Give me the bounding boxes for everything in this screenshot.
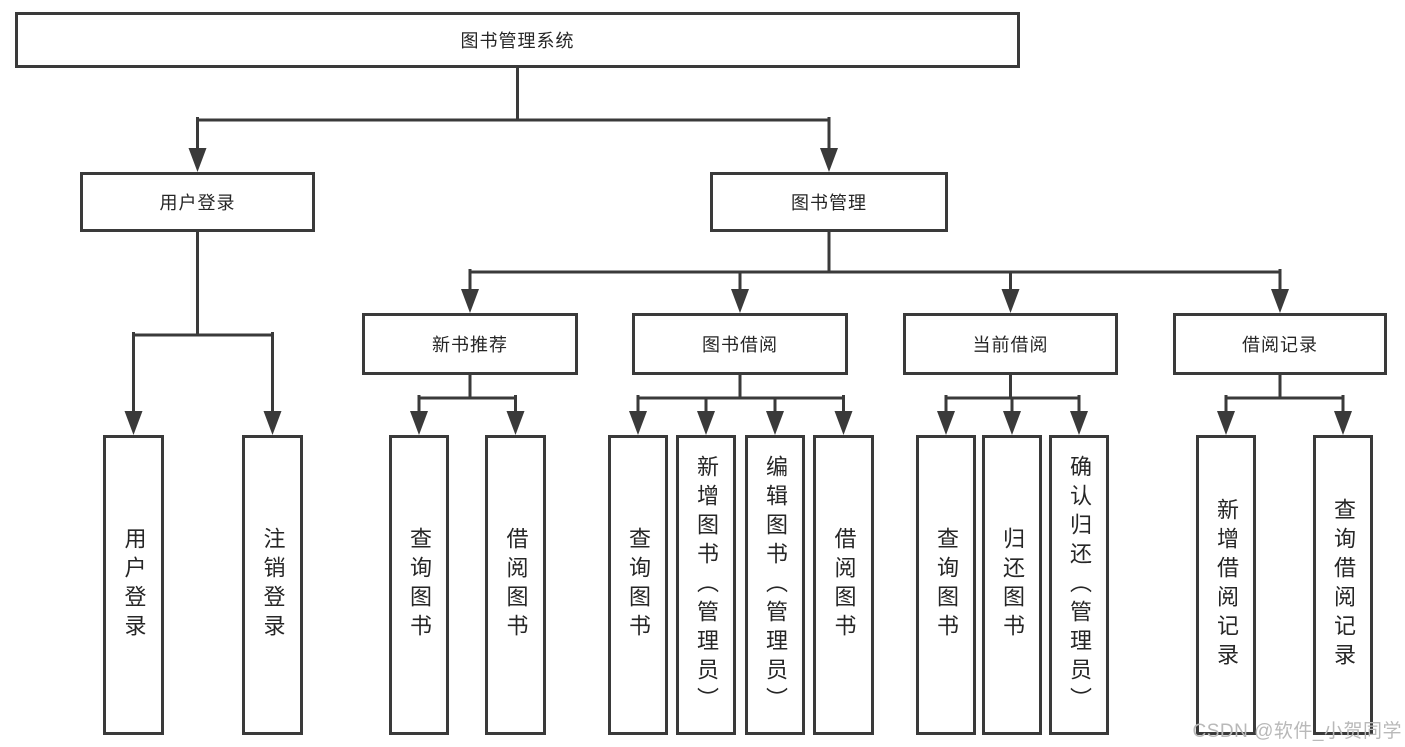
node-leaf-logout: 注销登录: [242, 435, 303, 735]
node-label: 注销登录: [260, 527, 286, 643]
node-label: 借阅记录: [1242, 335, 1318, 355]
arrowhead-icon: [731, 289, 749, 313]
node-new-book-recommendation: 新书推荐: [362, 313, 578, 375]
arrowhead-icon: [1003, 411, 1021, 435]
node-leaf-bb-query-books: 查询图书: [608, 435, 668, 735]
arrowhead-icon: [506, 411, 525, 435]
node-label: 新增图书（管理员）: [694, 454, 719, 716]
arrowhead-icon: [461, 289, 479, 313]
connector-new-book-rec-to-leaves: [410, 373, 525, 435]
node-leaf-bb-add-books-admin: 新增图书（管理员）: [676, 435, 736, 735]
connector-path: [196, 64, 831, 160]
arrowhead-icon: [410, 411, 428, 435]
node-leaf-bb-edit-books-admin: 编辑图书（管理员）: [745, 435, 805, 735]
node-leaf-cb-query-books: 查询图书: [916, 435, 976, 735]
arrowhead-icon: [1070, 411, 1088, 435]
node-root-system: 图书管理系统: [15, 12, 1020, 68]
arrowhead-icon: [1334, 411, 1352, 435]
connector-path: [1224, 373, 1345, 423]
node-user-login: 用户登录: [80, 172, 315, 232]
connector-book-mgmt-to-level3: [461, 230, 1289, 313]
node-book-borrowing: 图书借阅: [632, 313, 848, 375]
arrowhead-icon: [820, 148, 838, 172]
connector-path: [417, 373, 517, 423]
arrowhead-icon: [697, 411, 715, 435]
arrowhead-icon: [263, 411, 282, 435]
connector-root-to-level2: [188, 64, 838, 172]
arrowhead-icon: [124, 411, 143, 435]
node-leaf-nbr-borrow-books: 借阅图书: [485, 435, 546, 735]
node-label: 查询图书: [626, 527, 651, 643]
node-label: 编辑图书（管理员）: [763, 454, 788, 716]
csdn-watermark: CSDN @软件_小贺同学: [1192, 721, 1402, 742]
node-label: 新书推荐: [432, 335, 508, 355]
connector-path: [468, 230, 1282, 301]
connector-book-borrow-to-leaves: [629, 373, 853, 435]
node-leaf-bb-borrow-books: 借阅图书: [813, 435, 874, 735]
arrowhead-icon: [834, 411, 853, 435]
node-label: 查询图书: [934, 527, 959, 643]
node-current-borrowing: 当前借阅: [903, 313, 1118, 375]
node-label: 确认归还（管理员）: [1067, 454, 1092, 716]
node-book-management: 图书管理: [710, 172, 948, 232]
node-borrowing-records: 借阅记录: [1173, 313, 1387, 375]
node-label: 新增借阅记录: [1214, 498, 1239, 672]
node-label: 借阅图书: [503, 527, 529, 643]
connector-path: [944, 373, 1081, 423]
connector-borrow-records-to-leaves: [1217, 373, 1352, 435]
node-leaf-cb-confirm-return-admin: 确认归还（管理员）: [1049, 435, 1109, 735]
arrowhead-icon: [1001, 289, 1020, 313]
node-label: 用户登录: [121, 527, 147, 643]
node-label: 图书管理系统: [460, 31, 575, 51]
node-leaf-br-query-record: 查询借阅记录: [1313, 435, 1373, 735]
node-label: 查询图书: [407, 527, 432, 643]
arrowhead-icon: [1271, 289, 1289, 313]
connector-path: [636, 373, 845, 423]
node-leaf-cb-return-books: 归还图书: [982, 435, 1042, 735]
node-label: 借阅图书: [831, 527, 857, 643]
node-leaf-nbr-query-books: 查询图书: [389, 435, 449, 735]
connector-current-borrow-to-leaves: [937, 373, 1088, 435]
node-label: 图书借阅: [702, 335, 778, 355]
node-label: 归还图书: [1000, 527, 1025, 643]
arrowhead-icon: [1217, 411, 1235, 435]
arrowhead-icon: [188, 148, 207, 172]
node-leaf-user-login: 用户登录: [103, 435, 164, 735]
arrowhead-icon: [937, 411, 955, 435]
connector-path: [132, 230, 274, 423]
node-label: 当前借阅: [972, 335, 1049, 355]
arrowhead-icon: [766, 411, 784, 435]
connector-user-login-to-leaves: [124, 230, 282, 435]
node-leaf-br-add-record: 新增借阅记录: [1196, 435, 1256, 735]
node-label: 查询借阅记录: [1331, 498, 1356, 672]
node-label: 图书管理: [791, 193, 867, 213]
node-label: 用户登录: [159, 193, 236, 213]
arrowhead-icon: [629, 411, 647, 435]
